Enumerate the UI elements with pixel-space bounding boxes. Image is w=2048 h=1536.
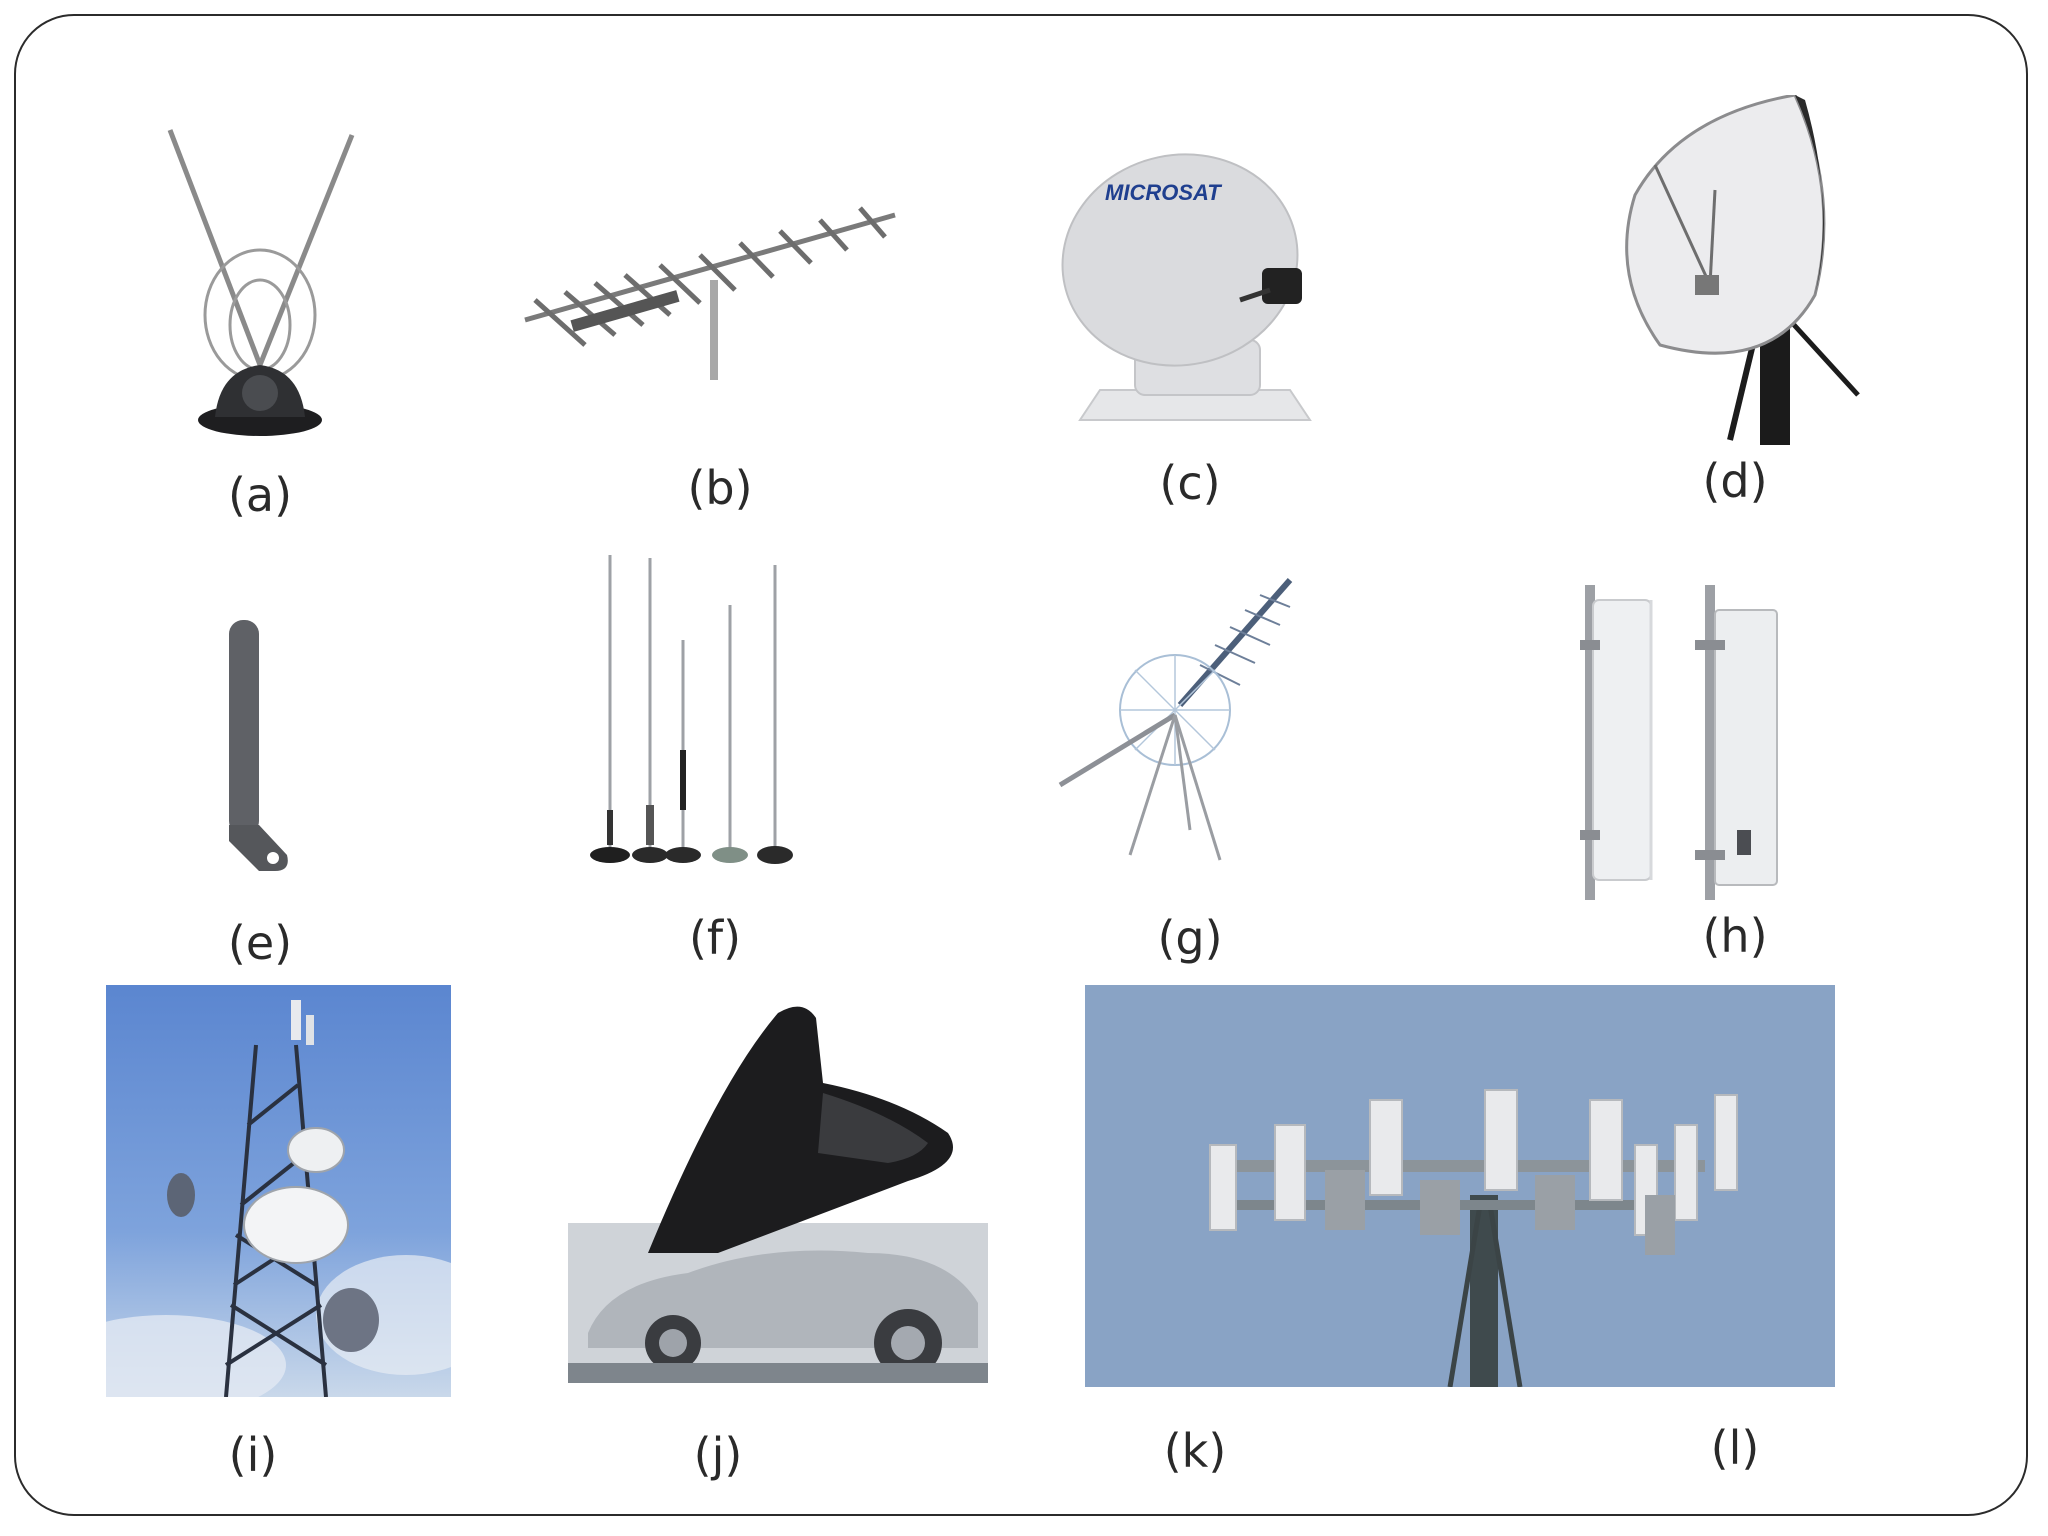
cell-site-antenna-array-photo xyxy=(1085,985,1835,1387)
parabolic-dish-antenna-icon xyxy=(1600,95,1880,445)
rabbit-ears-antenna-icon xyxy=(160,125,360,445)
shark-fin-antenna-photo xyxy=(568,1003,988,1383)
label-k: (k) xyxy=(1163,1424,1227,1478)
log-periodic-antenna-icon xyxy=(1050,575,1310,865)
sector-panel-antenna-icon xyxy=(1555,580,1805,900)
label-l: (l) xyxy=(1710,1421,1760,1475)
telecom-tower-photo xyxy=(106,985,451,1397)
label-f: (f) xyxy=(688,911,742,965)
label-j: (j) xyxy=(693,1428,743,1482)
label-a: (a) xyxy=(227,468,293,522)
yagi-antenna-icon xyxy=(515,195,905,385)
microsat-logo: MICROSAT xyxy=(1105,180,1222,205)
label-b: (b) xyxy=(687,461,753,515)
label-c: (c) xyxy=(1159,456,1221,510)
rubber-duck-antenna-icon xyxy=(215,615,295,875)
label-h: (h) xyxy=(1702,909,1768,963)
label-e: (e) xyxy=(227,916,293,970)
label-g: (g) xyxy=(1157,911,1223,965)
label-d: (d) xyxy=(1702,454,1768,508)
whip-antennas-icon xyxy=(585,550,795,870)
label-i: (i) xyxy=(228,1428,278,1482)
satellite-dome-antenna-icon: MICROSAT xyxy=(1060,150,1320,430)
